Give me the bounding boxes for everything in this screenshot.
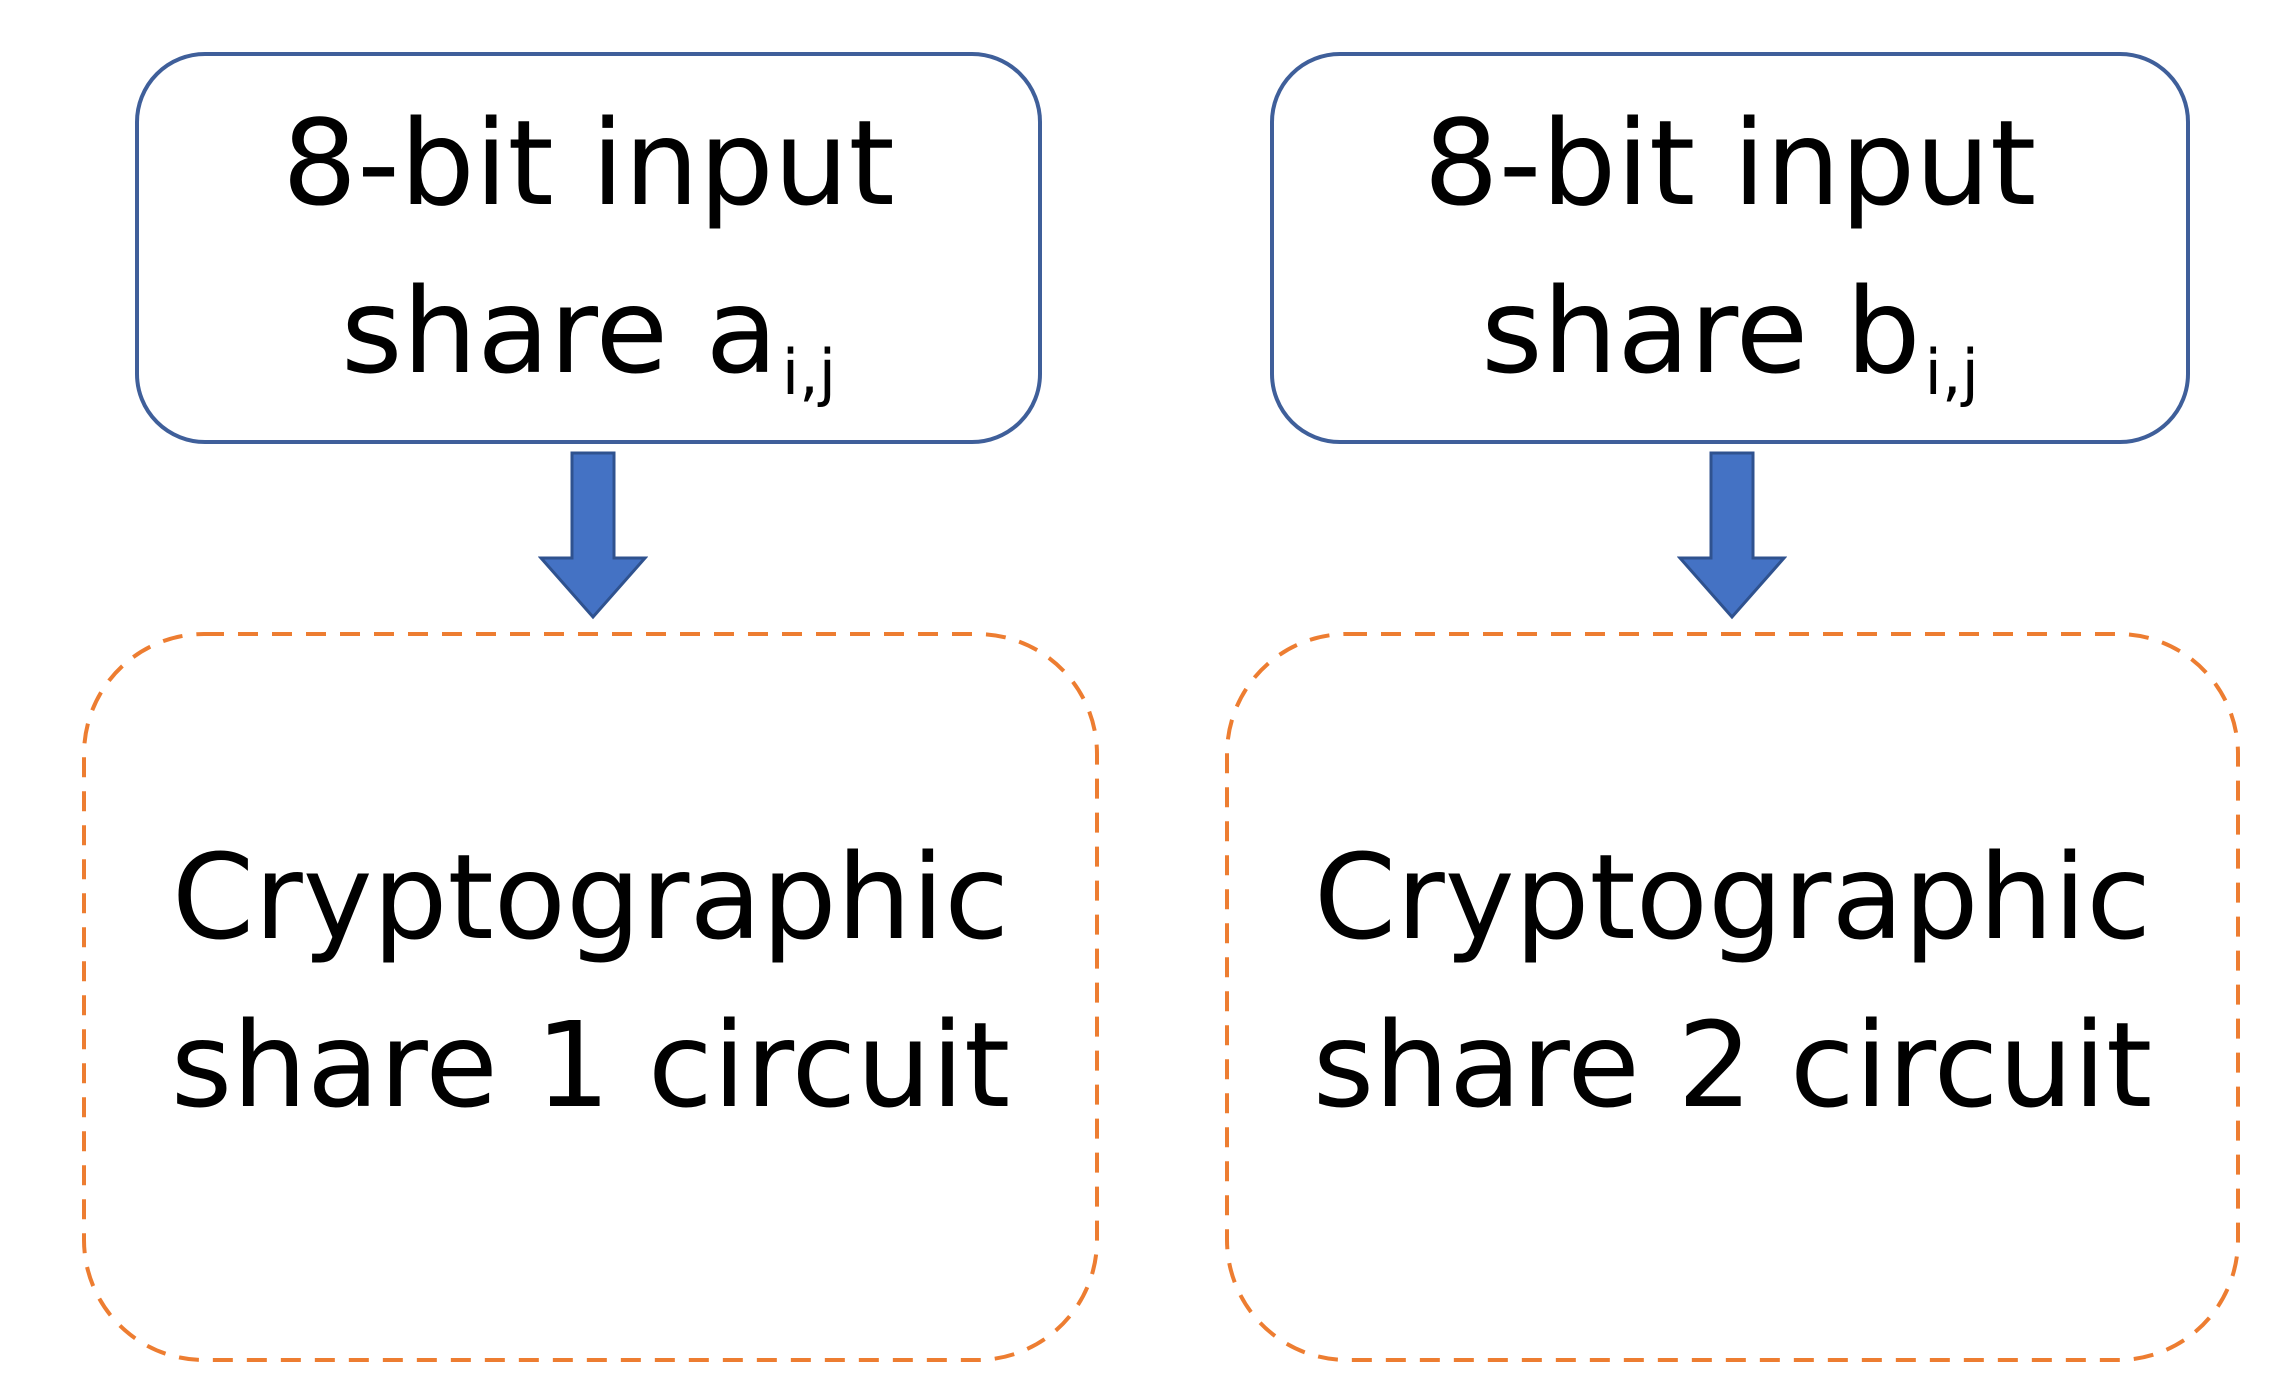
- circuit-2-label: Cryptographic share 2 circuit: [1313, 814, 2152, 1149]
- input-share-a-line1: 8-bit input: [282, 94, 895, 233]
- circuit-2-line1: Cryptographic: [1313, 828, 2152, 967]
- down-arrow-b-icon: [1677, 451, 1787, 620]
- cryptographic-share-1-circuit-box: Cryptographic share 1 circuit: [82, 632, 1099, 1362]
- input-share-b-subscript: i,j: [1924, 336, 1979, 409]
- circuit-1-dashed-border: [82, 632, 1099, 1362]
- input-share-a-subscript: i,j: [781, 336, 837, 409]
- input-share-b-line1: 8-bit input: [1423, 94, 2037, 233]
- circuit-1-line1: Cryptographic: [171, 828, 1010, 967]
- circuit-1-line2: share 1 circuit: [170, 996, 1011, 1134]
- input-share-a-line2: share a: [340, 262, 778, 400]
- circuit-1-label: Cryptographic share 1 circuit: [171, 814, 1010, 1149]
- circuit-2-line2: share 2 circuit: [1312, 996, 2153, 1134]
- down-arrow-a-icon: [538, 451, 648, 620]
- input-share-a-line2-wrap: share ai,j: [341, 248, 836, 416]
- input-share-b-line2: share b: [1481, 262, 1921, 400]
- input-share-b-box: 8-bit input share bi,j: [1270, 52, 2190, 444]
- input-share-a-box: 8-bit input share ai,j: [135, 52, 1042, 444]
- cryptographic-share-2-circuit-box: Cryptographic share 2 circuit: [1225, 632, 2240, 1362]
- circuit-2-dashed-border: [1225, 632, 2240, 1362]
- input-share-b-line2-wrap: share bi,j: [1481, 248, 1979, 416]
